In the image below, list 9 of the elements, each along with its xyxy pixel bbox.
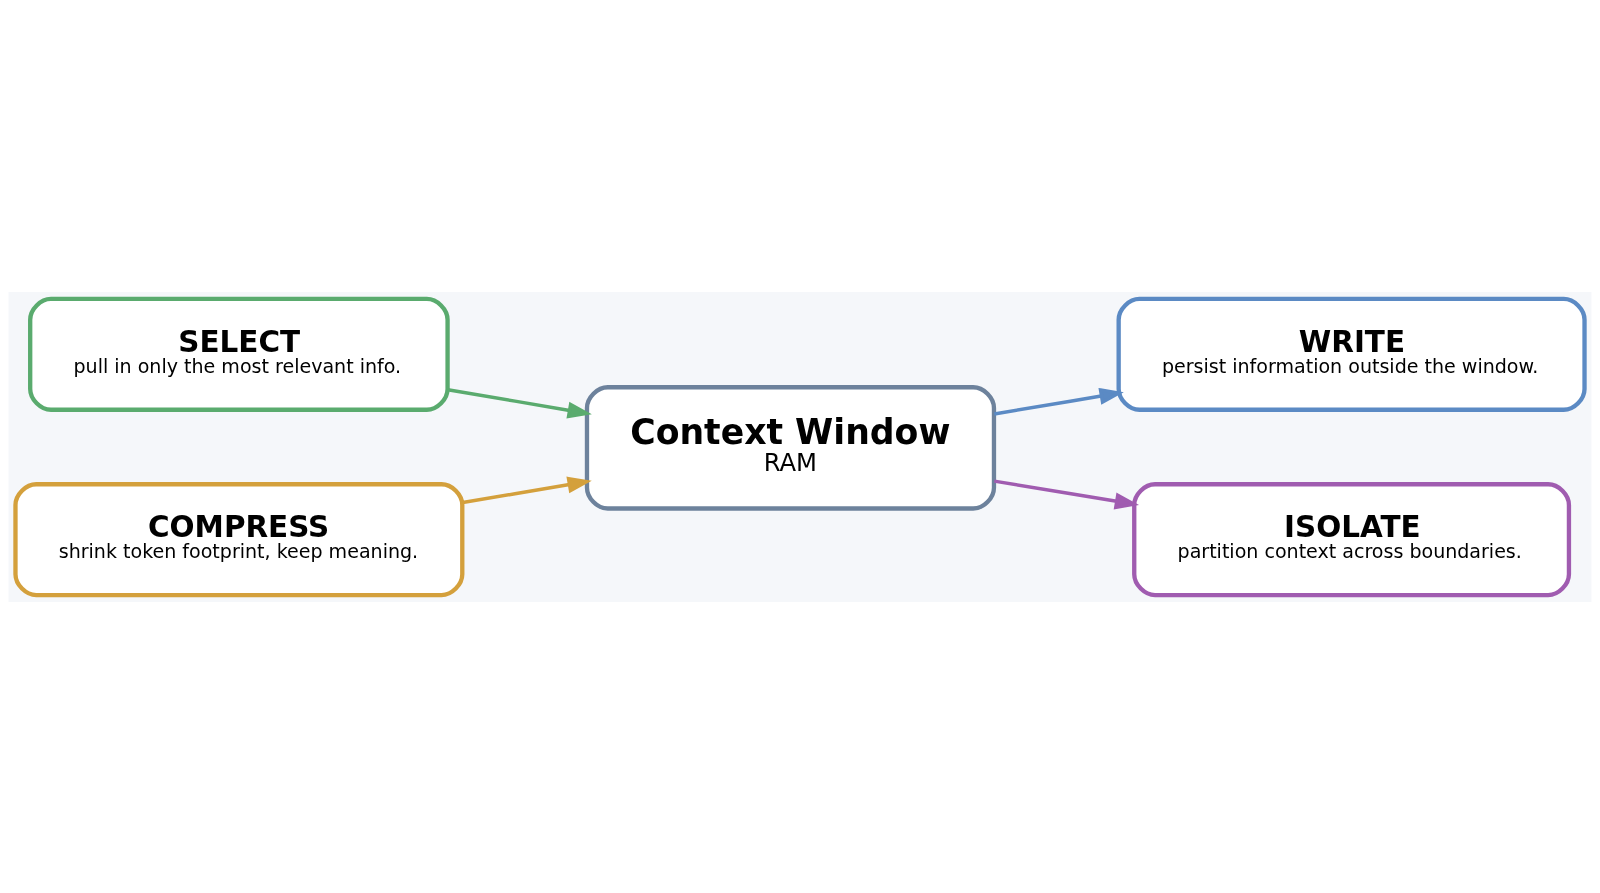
- node-box: Context Window RAM: [584, 384, 997, 511]
- arrow: [462, 476, 592, 504]
- node-box: WRITE persist information outside the window.: [1116, 296, 1587, 412]
- node-box: SELECT pull in only the most relevant info.: [28, 296, 450, 412]
- node-box: COMPRESS shrink token footprint, keep meaning.: [13, 481, 465, 597]
- arrow: [447, 387, 592, 419]
- arrow: [994, 387, 1124, 416]
- node-box: ISOLATE partition context across boundaries.: [1132, 481, 1572, 597]
- arrow: [994, 478, 1139, 509]
